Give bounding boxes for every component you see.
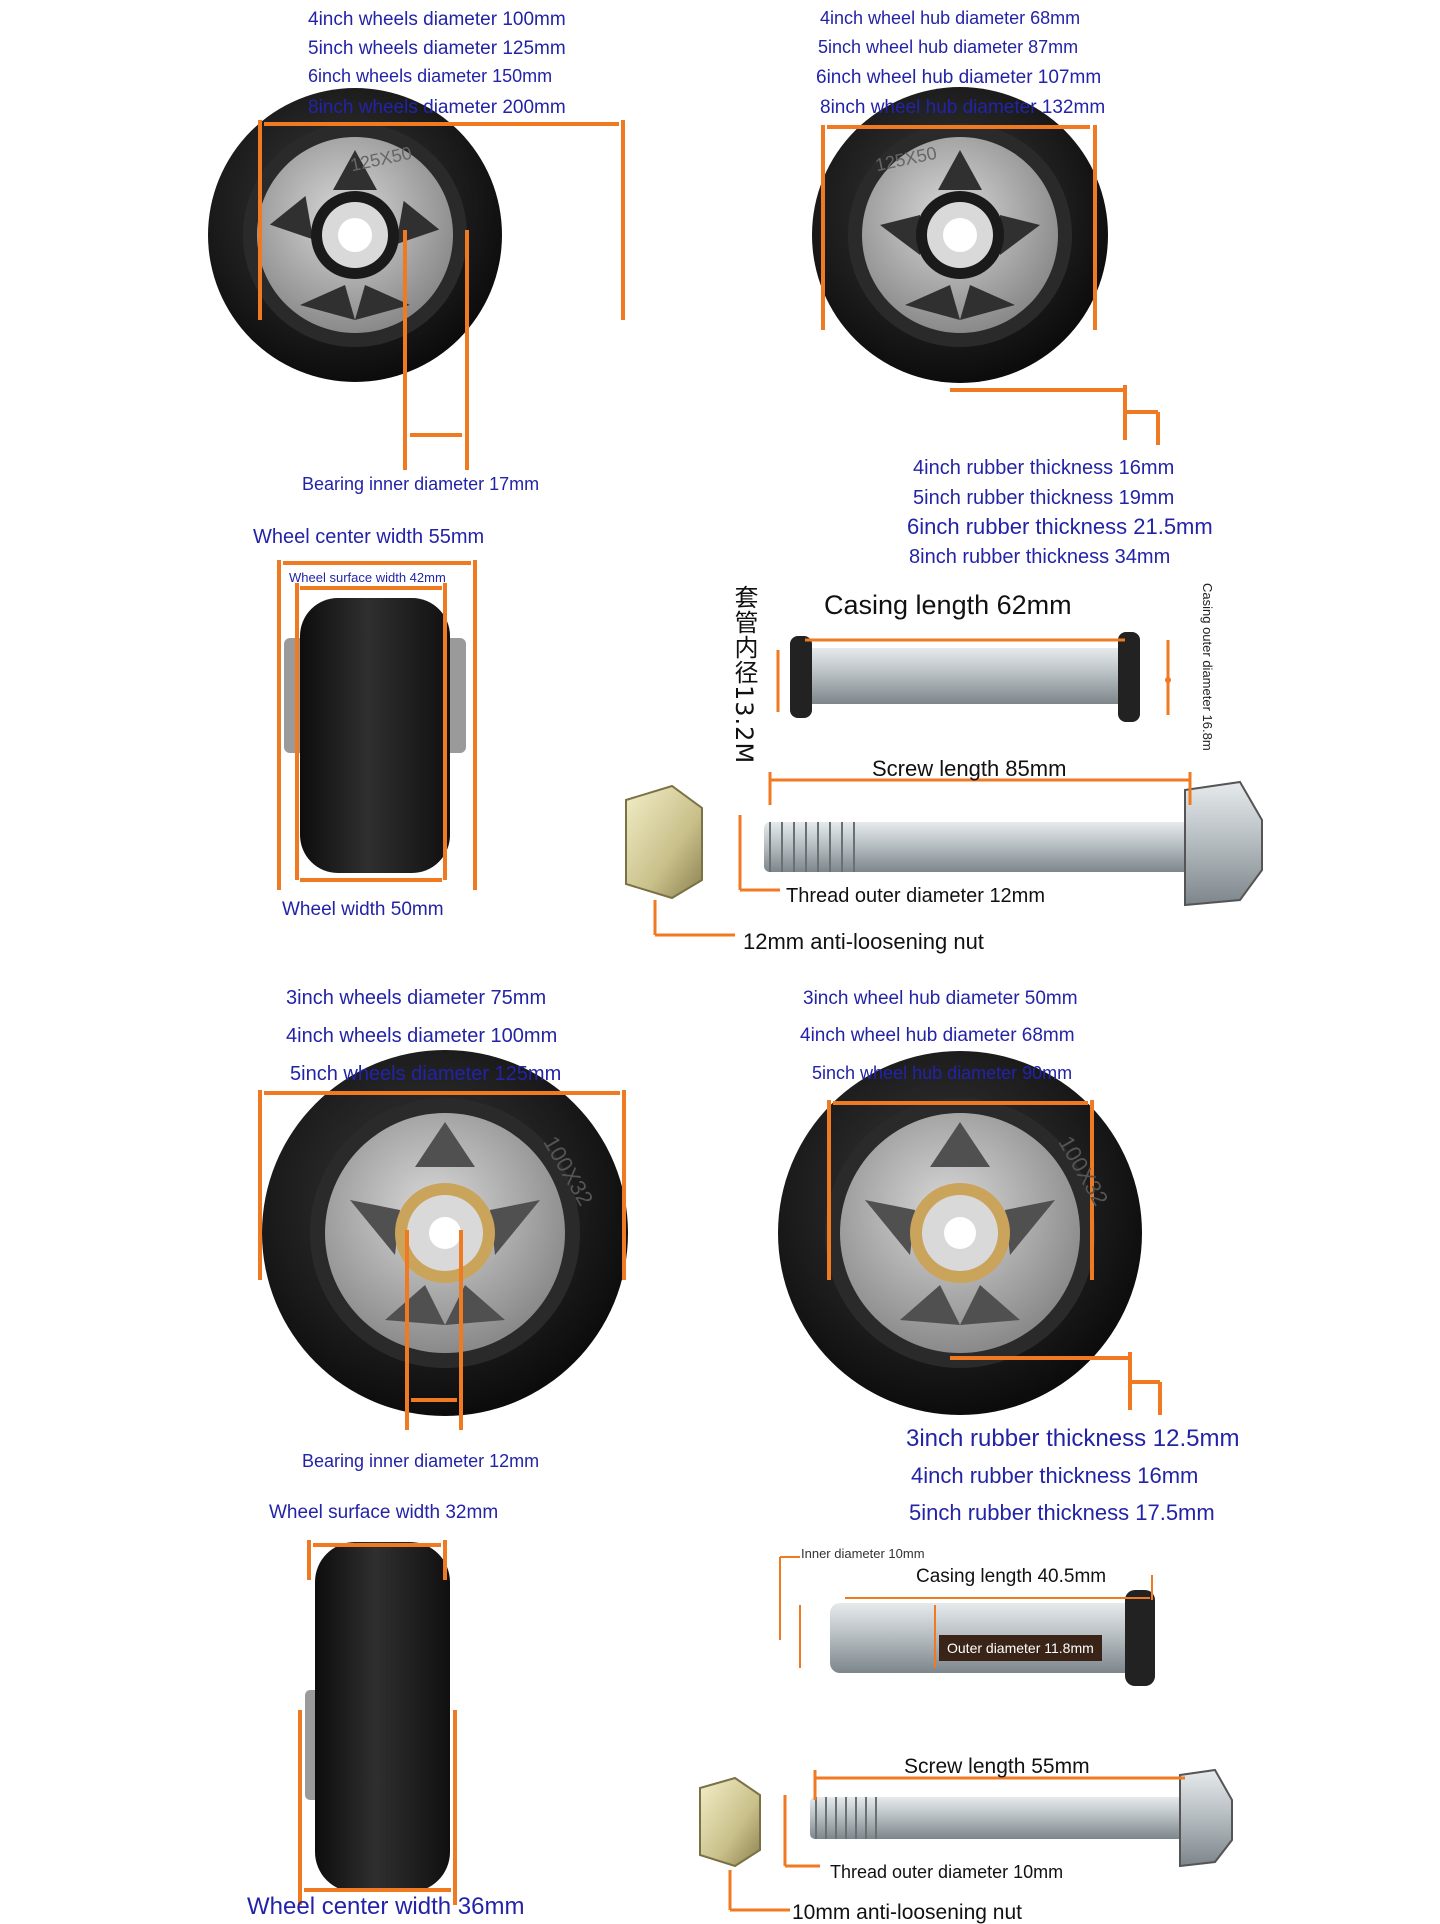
wheel-front-view-small-a — [262, 1050, 628, 1416]
thread-outer-diameter-12: Thread outer diameter 12mm — [786, 885, 1046, 907]
diameter-label-5in: 5inch wheels diameter 125mm — [308, 38, 566, 59]
wheel-center-width-55: Wheel center width 55mm — [253, 526, 485, 548]
hub-label-4in-b: 4inch wheel hub diameter 68mm — [800, 1025, 1075, 1046]
casing-outer-diameter-11-8: Outer diameter 11.8mm — [939, 1635, 1102, 1661]
lock-nut-a — [625, 784, 703, 900]
hub-label-8in: 8inch wheel hub diameter 132mm — [820, 97, 1106, 118]
hub-arrow-b — [821, 125, 1160, 445]
width-arrows-a — [277, 560, 477, 890]
bearing-label-17mm: Bearing inner diameter 17mm — [302, 474, 540, 494]
casing-arrows-b — [779, 1556, 1153, 1668]
casing-outer-diameter: Casing outer diameter 16.8m — [1200, 583, 1215, 751]
diameter-label-6in: 6inch wheels diameter 150mm — [308, 66, 553, 86]
rubber-label-3in: 3inch rubber thickness 12.5mm — [906, 1425, 1240, 1452]
width-arrows-b — [298, 1540, 457, 1905]
bearing-label-12mm: Bearing inner diameter 12mm — [302, 1451, 540, 1471]
diameter-label-4in-b: 4inch wheels diameter 100mm — [286, 1025, 558, 1047]
hub-label-3in: 3inch wheel hub diameter 50mm — [803, 988, 1078, 1009]
wheel-center-width-36: Wheel center width 36mm — [247, 1893, 525, 1920]
casing-tube-a — [790, 632, 1140, 722]
rubber-label-5in: 5inch rubber thickness 19mm — [913, 487, 1175, 509]
rubber-label-5in-b: 5inch rubber thickness 17.5mm — [909, 1500, 1215, 1525]
wheel-front-view-large-b — [812, 87, 1108, 383]
casing-length-62: Casing length 62mm — [824, 590, 1072, 620]
diameter-arrow-c — [258, 1090, 626, 1430]
screw-length-55: Screw length 55mm — [904, 1755, 1090, 1778]
wheel-front-view-large-a — [208, 88, 502, 382]
wheel-width-50: Wheel width 50mm — [282, 899, 444, 920]
casing-inner-diameter-10: Inner diameter 10mm — [801, 1546, 925, 1561]
lock-nut-b — [699, 1776, 761, 1868]
rubber-label-8in: 8inch rubber thickness 34mm — [909, 546, 1171, 568]
casing-length-40-5: Casing length 40.5mm — [916, 1566, 1107, 1587]
hub-label-6in: 6inch wheel hub diameter 107mm — [816, 67, 1102, 88]
diameter-label-3in: 3inch wheels diameter 75mm — [286, 987, 547, 1009]
nut-label-10mm: 10mm anti-loosening nut — [792, 1901, 1022, 1924]
rubber-label-6in: 6inch rubber thickness 21.5mm — [907, 514, 1213, 539]
rubber-label-4in: 4inch rubber thickness 16mm — [913, 457, 1175, 479]
screw-length-85: Screw length 85mm — [872, 756, 1067, 781]
screw-bolt-a — [764, 780, 1263, 907]
hub-label-4in: 4inch wheel hub diameter 68mm — [820, 8, 1081, 28]
nut-label-12mm: 12mm anti-loosening nut — [743, 929, 984, 954]
thread-outer-diameter-10: Thread outer diameter 10mm — [830, 1862, 1064, 1882]
diameter-label-8in: 8inch wheels diameter 200mm — [308, 97, 566, 118]
wheel-side-view-b — [305, 1542, 450, 1892]
screw-arrows-a — [653, 772, 1192, 937]
diameter-label-5in-b: 5inch wheels diameter 125mm — [290, 1063, 562, 1085]
screw-arrows-b — [728, 1770, 1185, 1912]
wheel-side-view-a — [284, 598, 466, 873]
diameter-arrow-a — [258, 120, 625, 470]
hub-label-5in-b: 5inch wheel hub diameter 90mm — [812, 1063, 1073, 1083]
wheel-surface-width-32: Wheel surface width 32mm — [269, 1502, 499, 1523]
screw-bolt-b — [810, 1768, 1233, 1868]
diameter-label-4in: 4inch wheels diameter 100mm — [308, 9, 566, 30]
wheel-front-view-small-b — [778, 1051, 1142, 1415]
casing-inner-diameter-cn: 套管内径13.2M — [730, 585, 758, 765]
hub-arrow-d — [827, 1100, 1162, 1415]
rubber-label-4in-b: 4inch rubber thickness 16mm — [911, 1463, 1199, 1488]
hub-label-5in: 5inch wheel hub diameter 87mm — [818, 37, 1079, 57]
wheel-surface-width-42: Wheel surface width 42mm — [289, 570, 446, 585]
